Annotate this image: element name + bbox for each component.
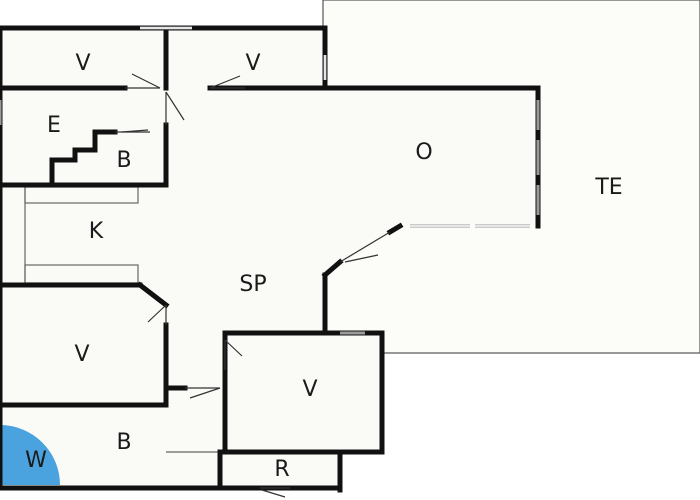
room-label-te: TE — [594, 175, 622, 200]
room-label-b-lower: B — [116, 430, 131, 455]
room-label-v-top-middle: V — [245, 51, 260, 76]
room-label-w: W — [25, 448, 47, 473]
w-zone — [0, 425, 60, 485]
room-label-sp: SP — [239, 272, 266, 297]
door-swings — [115, 73, 391, 498]
room-label-v-lower-right: V — [302, 377, 317, 402]
room-label-e: E — [47, 113, 61, 138]
room-label-b-upper: B — [116, 148, 131, 173]
room-label-v-mid-left: V — [74, 342, 89, 367]
window-fills — [140, 27, 530, 227]
room-label-o: O — [415, 140, 432, 165]
room-label-r: R — [274, 457, 289, 482]
floor-fill — [0, 28, 538, 490]
room-label-k: K — [89, 219, 104, 244]
room-label-v-top-left: V — [75, 51, 90, 76]
